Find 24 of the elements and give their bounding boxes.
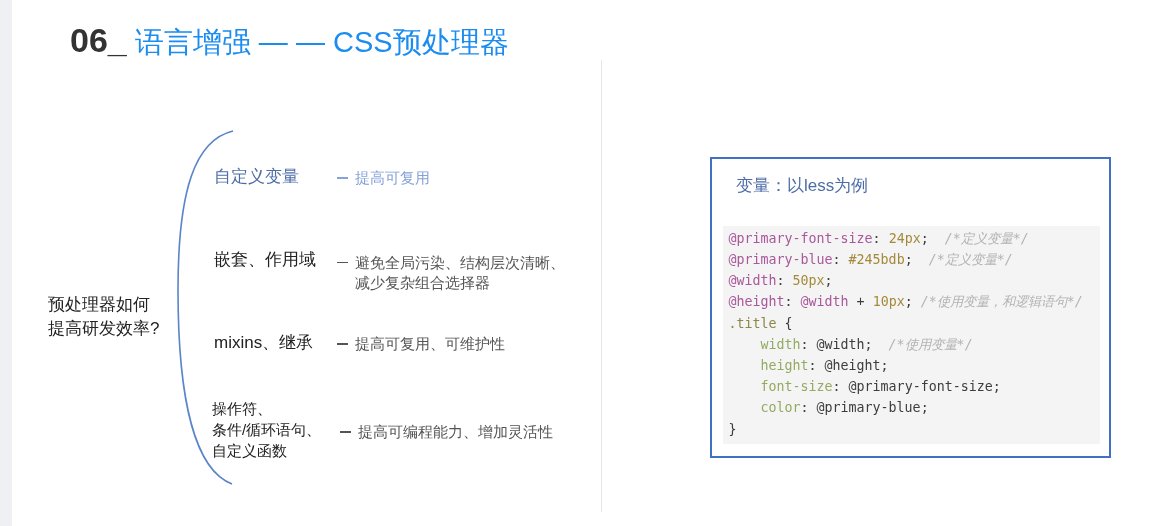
topic-text: 自定义函数 — [212, 440, 287, 461]
frame-heading: 变量：以less为例 — [736, 174, 869, 197]
code-line: @primary-blue: #245bdb; /*定义变量*/ — [728, 251, 1013, 270]
code-line: height: @height; — [760, 357, 889, 375]
benefit-text: 避免全局污染、结构层次清晰、减少复杂组合选择器 — [354, 253, 565, 293]
code-line: font-size: @primary-font-size; — [760, 378, 1001, 397]
question-text: 预处理器如何提高研发效率? — [48, 294, 161, 340]
code-line: @height: @width + 10px; /*使用变量，和逻辑语句*/ — [728, 293, 1083, 312]
benefit-text: 提高可复用 — [354, 169, 430, 188]
code-frame — [710, 157, 1111, 458]
code-line: color: @primary-blue; — [760, 399, 929, 418]
slide-title: 06_ 语言增强 — — CSS预处理器 — [70, 20, 509, 61]
benefit-text: 提高可编程能力、增加灵活性 — [357, 423, 553, 442]
code-line: .title { — [728, 314, 793, 333]
code-line: width: @width; /*使用变量*/ — [760, 335, 973, 354]
code-line: @width: 50px; — [728, 272, 833, 291]
code-line: } — [728, 420, 737, 439]
benefit-text: 提高可复用、可维护性 — [354, 335, 505, 354]
topic-text: mixins、继承 — [214, 332, 314, 354]
code-line: @primary-font-size: 24px; /*定义变量*/ — [728, 229, 1029, 248]
topic-text: 操作符、 — [212, 398, 272, 419]
topic-text: 嵌套、作用域 — [214, 249, 316, 271]
topic-text: 条件/循环语句、 — [212, 419, 322, 440]
topic-text: 自定义变量 — [214, 166, 299, 188]
